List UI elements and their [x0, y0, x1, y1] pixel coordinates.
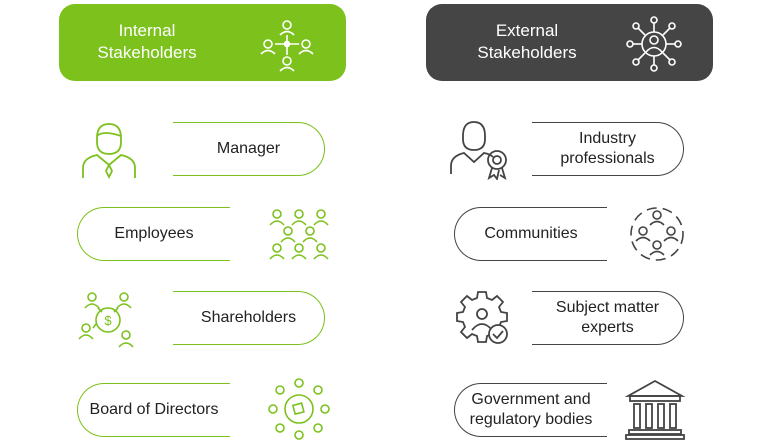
- manager-label: Manager: [216, 140, 281, 157]
- industry-professionals-pill: Industry professionals: [532, 122, 684, 176]
- industry-professionals-label: Industry professionals: [560, 130, 655, 167]
- board-table-icon: [268, 378, 330, 440]
- shareholders-pill: Shareholders: [173, 291, 325, 345]
- shareholders-label: Shareholders: [200, 309, 297, 326]
- subject-matter-experts-label: Subject matter experts: [555, 299, 660, 336]
- employees-label: Employees: [114, 225, 194, 242]
- government-building-icon: [624, 378, 686, 440]
- employees-group-icon: [268, 208, 330, 260]
- shareholders-icon: $: [78, 290, 140, 350]
- internal-stakeholders-header: Internal Stakeholders: [59, 4, 346, 81]
- internal-header-title: Internal Stakeholders: [97, 21, 197, 62]
- board-of-directors-label: Board of Directors: [89, 401, 219, 418]
- professional-award-icon: [450, 118, 514, 180]
- network-team-icon: [260, 20, 314, 72]
- employees-pill: Employees: [77, 207, 230, 261]
- external-header-title: External Stakeholders: [477, 21, 577, 62]
- manager-icon: [78, 118, 140, 180]
- government-regulatory-label: Government and regulatory bodies: [469, 391, 593, 428]
- communities-label: Communities: [484, 225, 578, 242]
- expert-gear-icon: [450, 288, 514, 350]
- network-person-icon: [626, 16, 682, 72]
- svg-text:$: $: [104, 313, 112, 328]
- manager-pill: Manager: [173, 122, 325, 176]
- communities-pill: Communities: [454, 207, 607, 261]
- external-stakeholders-header: External Stakeholders: [426, 4, 713, 81]
- community-circle-icon: [627, 204, 687, 264]
- board-of-directors-pill: Board of Directors: [77, 383, 230, 437]
- subject-matter-experts-pill: Subject matter experts: [532, 291, 684, 345]
- government-regulatory-pill: Government and regulatory bodies: [454, 383, 607, 437]
